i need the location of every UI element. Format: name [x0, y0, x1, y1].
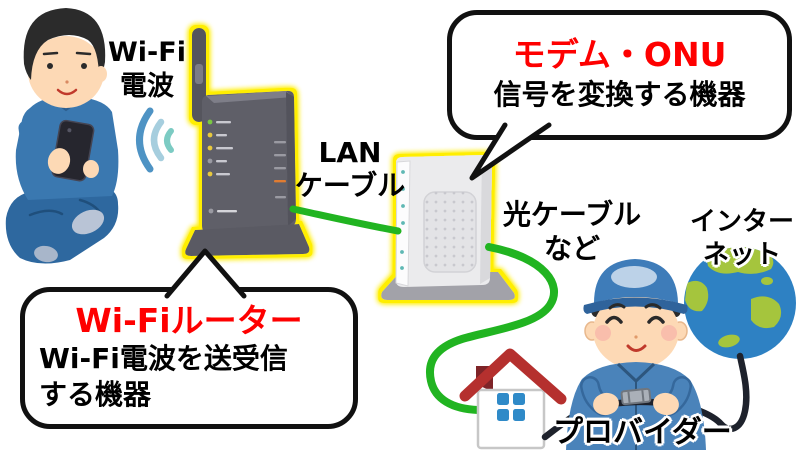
provider-label: プロバイダー — [553, 415, 732, 450]
optical-cable-line — [426, 243, 558, 414]
router-bubble-title: Wi-Fiルーター — [75, 301, 303, 340]
lan-cable-label: LAN ケーブル — [294, 136, 406, 202]
router-bubble-description: Wi-Fi電波を送受信 する機器 — [39, 342, 288, 411]
modem-onu-device — [381, 155, 515, 300]
optical-cable-label: 光ケーブル など — [502, 198, 642, 265]
house-windows — [497, 393, 525, 421]
house-icon — [459, 348, 567, 450]
man-with-smartphone-illustration — [5, 8, 119, 264]
modem-speech-bubble: モデム・ONU 信号を変換する機器 — [447, 10, 792, 140]
router-speech-bubble: Wi-Fiルーター Wi-Fi電波を送受信 する機器 — [20, 287, 358, 429]
internet-label: インター ネット — [689, 207, 795, 270]
internet-globe-icon — [684, 247, 796, 359]
lan-cable-line — [289, 205, 402, 235]
modem-bubble-title: モデム・ONU — [512, 35, 727, 74]
worker-holding-cable-illustration — [566, 259, 706, 450]
cable-connector — [620, 387, 652, 406]
wifi-waves-icon — [136, 107, 174, 173]
wifi-router-device — [185, 28, 310, 256]
modem-bubble-description: 信号を変換する機器 — [493, 78, 746, 111]
modem-led-lights — [400, 170, 405, 270]
router-led-lights — [207, 119, 286, 214]
wifi-signal-label: Wi-Fi 電波 — [108, 37, 186, 102]
